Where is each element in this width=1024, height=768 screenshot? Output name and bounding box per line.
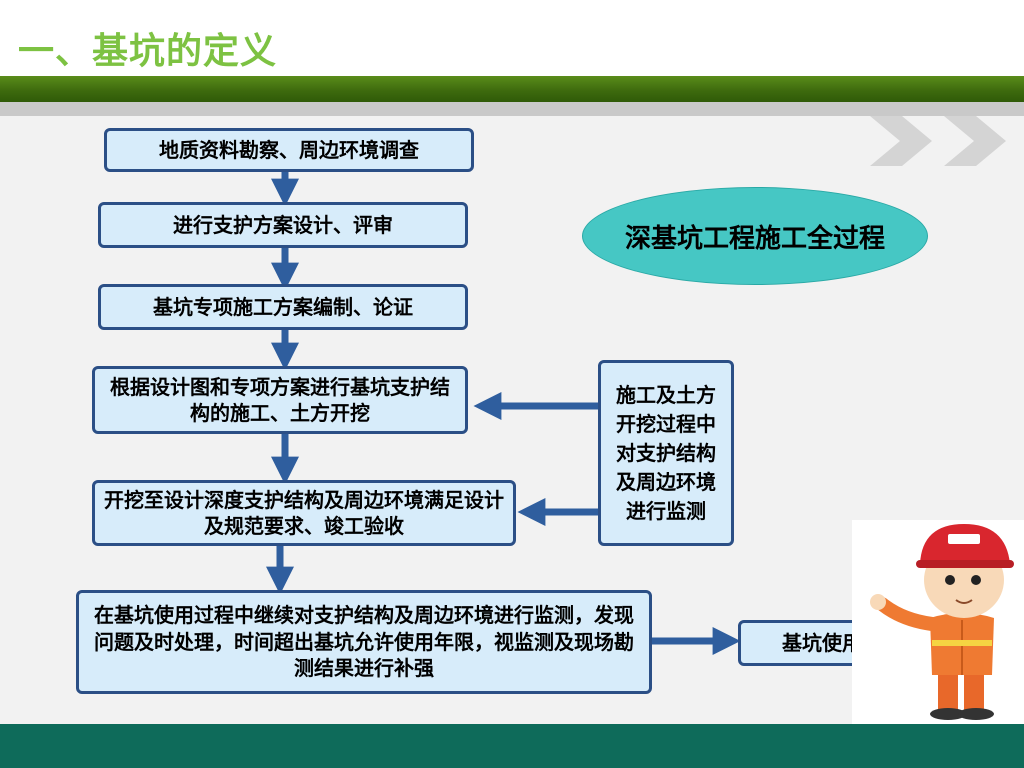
flow-step-2: 进行支护方案设计、评审	[98, 202, 468, 248]
worker-mascot-icon	[852, 520, 1024, 724]
flow-step-5: 开挖至设计深度支护结构及周边环境满足设计及规范要求、竣工验收	[92, 480, 516, 546]
flow-step-6: 在基坑使用过程中继续对支护结构及周边环境进行监测，发现问题及时处理，时间超出基坑…	[76, 590, 652, 694]
mascot-panel	[852, 520, 1024, 724]
process-title-oval: 深基坑工程施工全过程	[582, 187, 928, 285]
monitoring-side-box: 施工及土方开挖过程中对支护结构及周边环境进行监测	[598, 360, 734, 546]
footer-band	[0, 724, 1024, 768]
flow-step-4: 根据设计图和专项方案进行基坑支护结构的施工、土方开挖	[92, 366, 468, 434]
flow-step-3: 基坑专项施工方案编制、论证	[98, 284, 468, 330]
flow-step-1: 地质资料勘察、周边环境调查	[104, 128, 474, 172]
